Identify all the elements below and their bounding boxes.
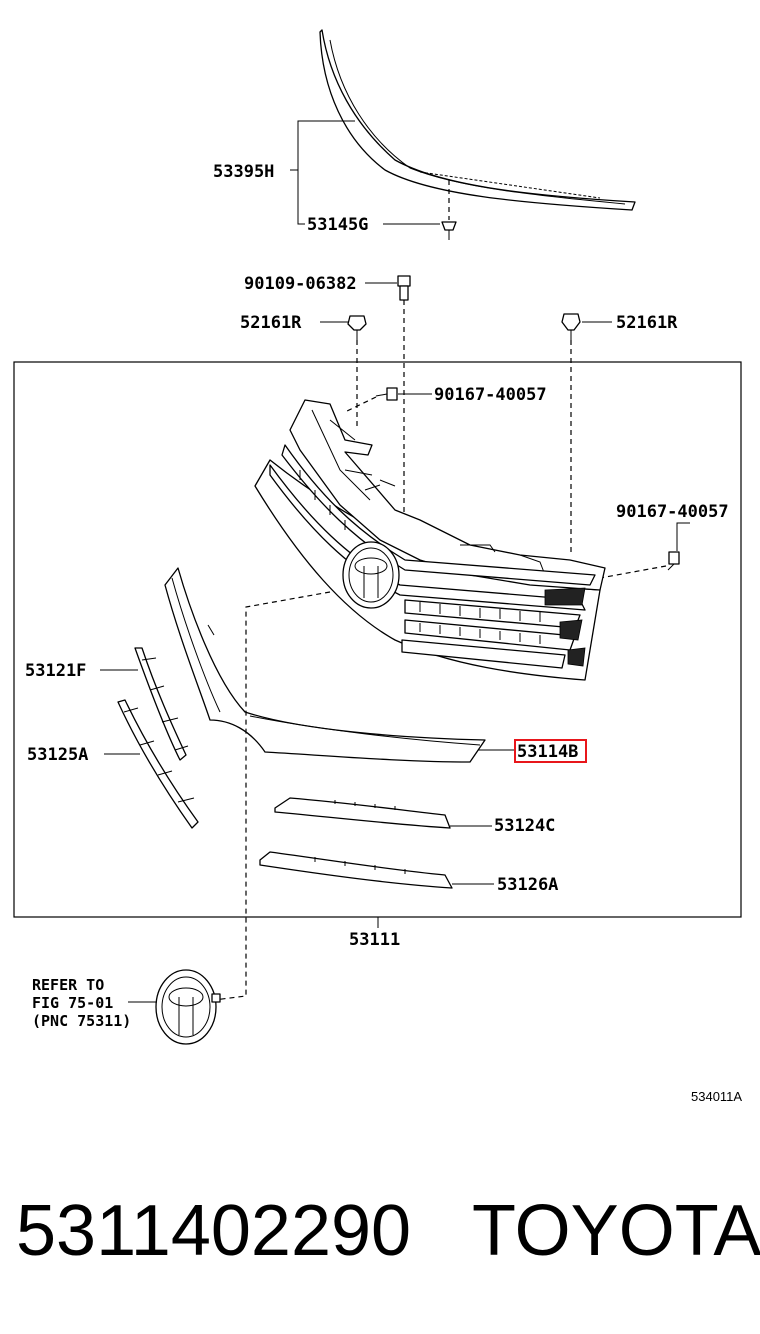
retainer-left-icon: [347, 315, 367, 340]
side-mark-upper-part: [134, 647, 189, 761]
screw-upper-icon: [375, 387, 398, 401]
refer-note-line3: (PNC 75311): [32, 1012, 131, 1030]
label-53111: 53111: [349, 930, 400, 950]
label-52161r-left: 52161R: [240, 313, 302, 333]
retainer-right-icon: [561, 313, 581, 340]
radiator-grille-part: [254, 399, 606, 681]
refer-note-line1: REFER TO: [32, 976, 104, 994]
label-53395h: 53395H: [213, 162, 274, 182]
mid-molding-part: [274, 797, 451, 829]
label-90167-40057-upper: 90167-40057: [434, 385, 547, 405]
brand-name: TOYOTA: [472, 1191, 760, 1271]
label-90109-06382: 90109-06382: [244, 274, 357, 294]
label-53145g: 53145G: [307, 215, 368, 235]
label-52161r-right: 52161R: [616, 313, 678, 333]
label-53114b: 53114B: [517, 742, 578, 762]
label-53125a: 53125A: [27, 745, 88, 765]
diagram-code: 534011A: [691, 1089, 742, 1104]
side-mark-lower-part: [117, 699, 199, 829]
lower-molding-part: [259, 851, 453, 889]
highlight-box: [514, 739, 587, 763]
upper-molding-part: [319, 29, 636, 211]
bolt-icon: [397, 275, 411, 301]
assembly-frame: [13, 361, 742, 918]
part-number: 5311402290: [16, 1191, 411, 1271]
clip-icon: [441, 180, 457, 240]
center-molding-part: [164, 567, 486, 763]
label-53124c: 53124C: [494, 816, 555, 836]
screw-right-icon: [667, 551, 680, 571]
label-90167-40057-right: 90167-40057: [616, 502, 729, 522]
refer-note-line2: FIG 75-01: [32, 994, 113, 1012]
label-53126a: 53126A: [497, 875, 558, 895]
label-53121f: 53121F: [25, 661, 86, 681]
toyota-emblem-icon: [155, 969, 221, 1045]
